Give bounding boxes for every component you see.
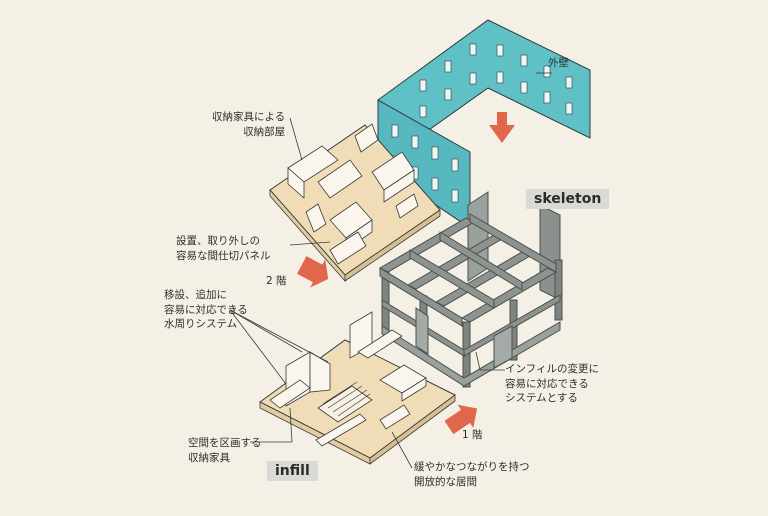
label-open-living: 緩やかなつながりを持つ 開放的な居間 (414, 460, 530, 489)
label-infill-system-line1: インフィルの変更に (505, 363, 599, 375)
label-floor-2: 2 階 (266, 274, 287, 289)
label-open-living-line2: 開放的な居間 (414, 475, 477, 488)
label-storage-room-line2: 収納部屋 (243, 125, 286, 138)
label-floor-2-text: 2 階 (266, 275, 287, 287)
label-floor-1-text: 1 階 (462, 429, 483, 441)
label-wet-area: 移設、追加に 容易に対応できる 水周りシステム (164, 288, 248, 332)
label-floor-1: 1 階 (462, 428, 483, 443)
label-infill-system: インフィルの変更に 容易に対応できる システムとする (505, 362, 599, 406)
label-wet-area-line3: 水周りシステム (164, 318, 238, 330)
skeleton-frame (378, 191, 563, 388)
label-storage-room-line1: 収納家具による (212, 111, 286, 123)
arrow-floor2-down (297, 256, 329, 288)
label-dividing-furniture-line2: 収納家具 (188, 451, 230, 464)
label-infill-system-line2: 容易に対応できる (505, 377, 589, 390)
infill-badge: infill (267, 461, 318, 481)
arrow-wall-down (489, 112, 515, 143)
label-storage-room: 収納家具による 収納部屋 (212, 110, 285, 139)
label-partition-panel-line1: 設置、取り外しの (176, 235, 260, 247)
label-dividing-furniture-line1: 空間を区画する (188, 437, 262, 449)
skeleton-badge: skeleton (526, 189, 610, 209)
arrow-floor1-up (444, 404, 478, 435)
label-open-living-line1: 緩やかなつながりを持つ (414, 461, 530, 473)
outer-wall-panel (377, 19, 591, 229)
label-outer-wall: 外壁 (548, 56, 569, 71)
label-infill-system-line3: システムとする (505, 392, 578, 404)
label-outer-wall-text: 外壁 (548, 57, 569, 69)
floor-1-plan (259, 311, 456, 465)
label-partition-panel-line2: 容易な間仕切パネル (176, 249, 271, 262)
label-wet-area-line1: 移設、追加に (164, 289, 227, 301)
floor-2-plan (269, 123, 441, 283)
label-wet-area-line2: 容易に対応できる (164, 303, 248, 316)
label-partition-panel: 設置、取り外しの 容易な間仕切パネル (176, 234, 271, 263)
label-dividing-furniture: 空間を区画する 収納家具 (188, 436, 262, 465)
